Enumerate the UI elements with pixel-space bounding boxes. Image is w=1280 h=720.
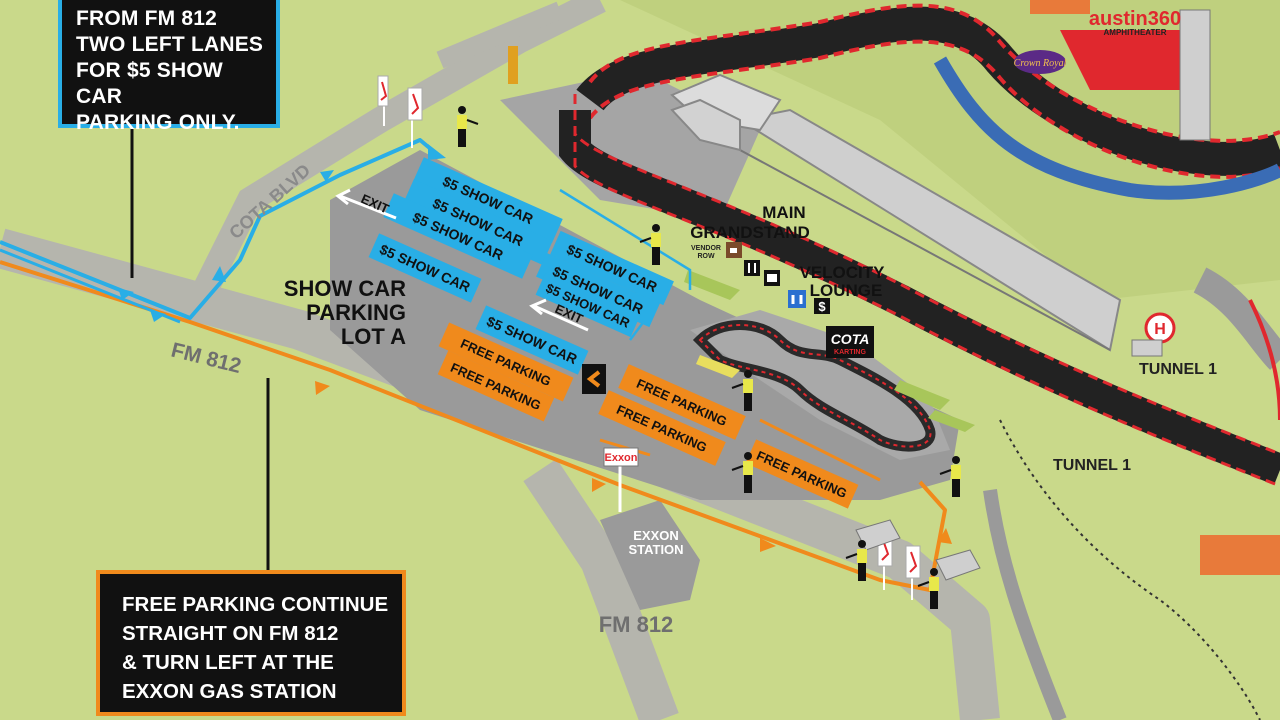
race-track bbox=[576, 6, 1280, 176]
lot-name-line1: SHOW CAR bbox=[284, 276, 406, 301]
show-car-route bbox=[0, 138, 434, 320]
orange-callout-line: EXXON GAS STATION bbox=[122, 680, 337, 703]
blue-callout-line: PARKING ONLY. bbox=[76, 111, 240, 134]
show-car-directions-callout: FROM FM 812 TWO LEFT LANES FOR $5 SHOW C… bbox=[58, 0, 280, 134]
cota-blvd-road bbox=[178, 0, 606, 326]
cota-karting-logo bbox=[826, 326, 874, 358]
attendant-icon bbox=[639, 224, 661, 265]
exxon-label-line1: EXXON bbox=[633, 528, 679, 543]
karting-area bbox=[690, 310, 950, 460]
attendant-icon bbox=[731, 452, 753, 493]
attendant-icon bbox=[939, 456, 961, 497]
velocity-label-line1: VELOCITY bbox=[799, 263, 885, 282]
track-runoff bbox=[933, 56, 1280, 200]
svg-text:COTA: COTA bbox=[831, 331, 870, 347]
austin360-logo: austin360 bbox=[1089, 8, 1181, 30]
turn-sign bbox=[582, 364, 606, 394]
svg-text:$: $ bbox=[818, 299, 826, 314]
exxon-road bbox=[523, 458, 679, 720]
svg-text:Crown Royal: Crown Royal bbox=[1014, 58, 1067, 69]
observation-tower bbox=[1179, 9, 1211, 141]
blue-callout-line: FROM FM 812 bbox=[76, 7, 218, 30]
track-straight bbox=[559, 110, 1280, 485]
grandstand-label-line2: GRANDSTAND bbox=[690, 223, 810, 242]
vendor-label-line1: VENDOR bbox=[691, 245, 721, 252]
amphitheater-seats bbox=[1060, 30, 1190, 90]
fm812-road bbox=[0, 228, 1000, 720]
chevron-left-icon bbox=[586, 370, 601, 388]
atm-icon bbox=[814, 298, 830, 314]
flag-icon bbox=[407, 87, 423, 148]
booth bbox=[935, 549, 981, 581]
svg-text:Exxon: Exxon bbox=[604, 452, 637, 464]
svg-text:KARTING: KARTING bbox=[834, 349, 866, 356]
exit-arrow-icon bbox=[335, 188, 397, 220]
main-grandstand-building bbox=[737, 108, 1122, 352]
orange-callout-line: & TURN LEFT AT THE bbox=[122, 651, 334, 674]
attendant-icon bbox=[457, 106, 479, 147]
exxon-sign bbox=[603, 447, 639, 467]
fm812-label-lower: FM 812 bbox=[599, 612, 674, 637]
lot-name-line2: PARKING bbox=[306, 300, 406, 325]
austin360-sub: AMPHITHEATER bbox=[1104, 28, 1167, 37]
blue-callout-line: FOR $5 SHOW CAR bbox=[76, 59, 223, 108]
restroom-icon bbox=[788, 290, 806, 308]
free-parking-route bbox=[0, 260, 947, 592]
tunnel-label-lower: TUNNEL 1 bbox=[1053, 457, 1131, 474]
velocity-label-line2: LOUNGE bbox=[810, 281, 883, 300]
sign-post bbox=[508, 46, 518, 84]
tunnel-label-upper: TUNNEL 1 bbox=[1139, 361, 1217, 378]
exit-arrow-icon bbox=[529, 298, 589, 332]
svg-text:H: H bbox=[1154, 321, 1166, 338]
attendant-icon bbox=[917, 568, 939, 609]
flag-icon bbox=[905, 545, 921, 600]
attendant-icon bbox=[731, 370, 753, 411]
grandstand-label-line1: MAIN bbox=[762, 203, 805, 222]
vendor-label-line2: ROW bbox=[697, 253, 715, 260]
crown-royal-logo bbox=[1014, 50, 1066, 74]
orange-structure bbox=[1200, 535, 1280, 575]
lot-name-line3: LOT A bbox=[341, 324, 406, 349]
free-parking-directions-callout: FREE PARKING CONTINUE STRAIGHT ON FM 812… bbox=[96, 570, 406, 716]
attendant-icon bbox=[845, 540, 867, 581]
blue-callout-line: TWO LEFT LANES bbox=[76, 33, 264, 56]
orange-callout-line: STRAIGHT ON FM 812 bbox=[122, 622, 339, 645]
flag-icon bbox=[377, 75, 389, 126]
exxon-lot bbox=[600, 500, 700, 610]
orange-callout-line: FREE PARKING CONTINUE bbox=[122, 593, 389, 616]
access-road bbox=[436, 1, 564, 69]
exxon-label-line2: STATION bbox=[628, 542, 683, 557]
food-icon bbox=[744, 260, 760, 276]
